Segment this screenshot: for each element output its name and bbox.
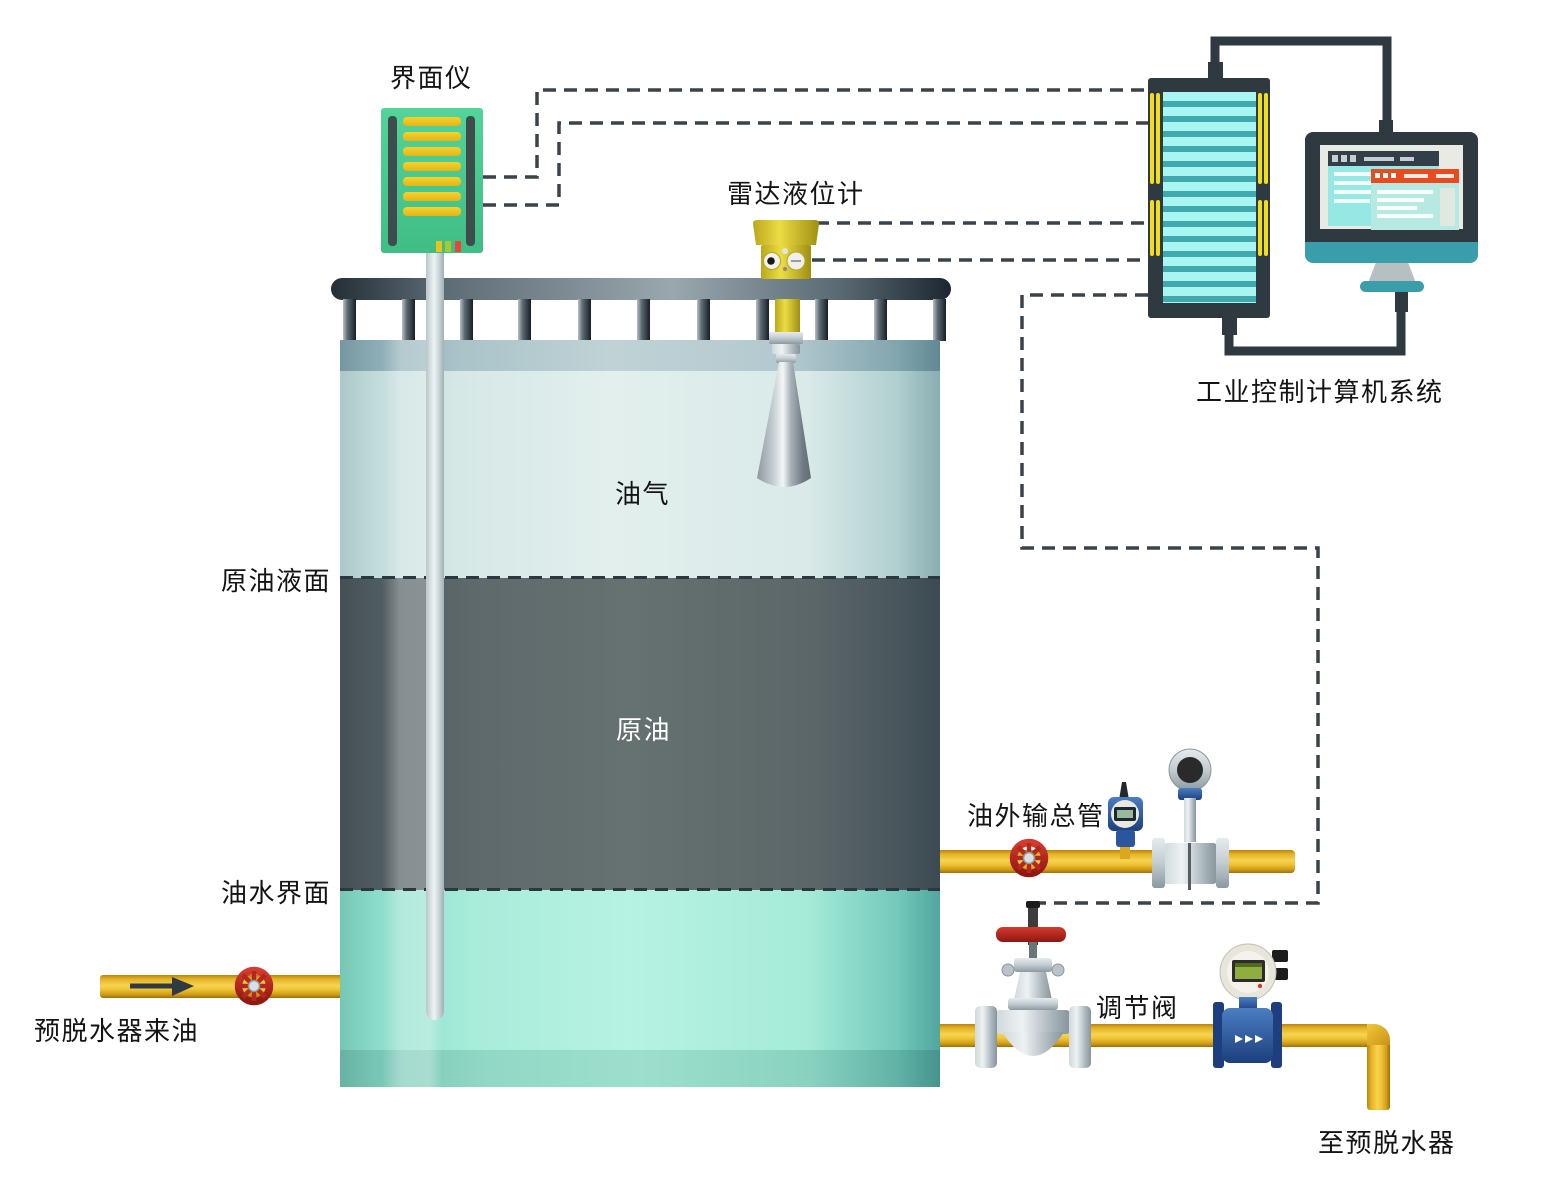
alert-text-line xyxy=(1377,214,1433,218)
alert-header-button xyxy=(1383,173,1388,178)
monitor-header-button xyxy=(1350,155,1356,162)
interface-meter-left-rail xyxy=(388,116,397,246)
export-pipe xyxy=(940,850,1295,873)
computer-system-label: 工业控制计算机系统 xyxy=(1196,377,1444,407)
tank-roof-post xyxy=(697,299,710,341)
alert-text-line xyxy=(1377,206,1417,210)
tank-roof-post xyxy=(933,299,946,341)
interface-meter-led-green xyxy=(445,241,451,252)
inlet-pipe xyxy=(100,975,340,998)
monitor-text-line xyxy=(1334,172,1386,176)
radar-gauge-label: 雷达液位计 xyxy=(727,179,865,209)
alert-header-menu xyxy=(1436,174,1454,178)
plc-side-bar xyxy=(1150,200,1154,256)
interface-meter-segment xyxy=(403,192,461,201)
oil-level-label: 原油液面 xyxy=(221,566,332,596)
interface-meter-segment xyxy=(403,147,461,156)
monitor-text-line xyxy=(1334,199,1370,203)
electromagnetic-flowmeter xyxy=(1213,943,1288,1068)
alert-text-line xyxy=(1377,190,1433,194)
monitor-header-menu xyxy=(1364,157,1394,161)
interface-meter-segment xyxy=(403,177,461,186)
monitor-text-line xyxy=(1334,181,1386,185)
valve-handwheel xyxy=(996,927,1066,942)
tank-roof-post xyxy=(756,299,769,341)
tank-roof-post xyxy=(402,299,415,341)
alert-text-line xyxy=(1377,198,1424,202)
plc-side-bar xyxy=(1156,93,1160,184)
radar-dial-right xyxy=(786,251,806,271)
tank-roof-post xyxy=(637,299,650,341)
tank-roof-post xyxy=(815,299,828,341)
tank-roof-post xyxy=(518,299,531,341)
outlet-pipe-elbow xyxy=(1367,1024,1390,1047)
plc-side-bar xyxy=(1258,200,1262,256)
interface-meter-right-rail xyxy=(466,116,475,246)
outlet-pipe-horizontal xyxy=(940,1024,1367,1047)
alert-header-menu xyxy=(1404,174,1428,178)
oil-gas-layer-label: 油气 xyxy=(615,479,671,509)
monitor-bezel xyxy=(1305,242,1478,263)
monitor-header-button xyxy=(1332,155,1338,162)
monitor-header-menu xyxy=(1400,157,1414,161)
tank-roof-bar xyxy=(331,278,951,300)
alert-sidebar xyxy=(1440,188,1455,226)
plc-top-connector xyxy=(1208,62,1223,79)
monitor-stand xyxy=(1368,263,1416,283)
plc-side-bar xyxy=(1264,200,1268,256)
interface-meter-probe-tube xyxy=(426,253,444,1020)
monitor-cable-stub xyxy=(1395,292,1408,312)
oil-water-interface-label: 油水界面 xyxy=(221,878,332,908)
interface-meter-segment xyxy=(403,207,461,216)
alert-header-button xyxy=(1375,173,1380,178)
tank-roof-post xyxy=(460,299,473,341)
monitor-header-button xyxy=(1341,155,1347,162)
interface-meter-segment xyxy=(403,132,461,141)
tank-bottom-band xyxy=(340,1050,940,1087)
plc-side-bar xyxy=(1156,200,1160,256)
plc-display-panel xyxy=(1163,92,1256,303)
interface-meter-label: 界面仪 xyxy=(390,63,473,93)
plc-bottom-connector xyxy=(1222,318,1237,335)
monitor-base xyxy=(1360,281,1424,292)
tank-roof-post xyxy=(874,299,887,341)
alert-header-button xyxy=(1391,173,1396,178)
crude-oil-layer-label: 原油 xyxy=(616,715,672,745)
radar-dial-left xyxy=(763,252,781,270)
interface-meter-segment xyxy=(403,117,461,126)
radar-top-cap xyxy=(753,220,819,245)
interface-meter-led-yellow xyxy=(436,241,442,252)
signal-line-interface-meter-1 xyxy=(483,88,1148,179)
plc-side-bar xyxy=(1258,93,1262,184)
control-valve-label: 调节阀 xyxy=(1096,993,1179,1023)
oil-water-interface-dashed-line xyxy=(340,888,940,891)
export-pipe-label: 油外输总管 xyxy=(967,801,1105,831)
radar-neck xyxy=(775,299,800,333)
interface-meter-segment xyxy=(403,162,461,171)
interface-meter-led-red xyxy=(455,241,461,252)
outlet-pipe-vertical xyxy=(1367,1045,1390,1110)
inlet-pipe-label: 预脱水器来油 xyxy=(34,1016,200,1046)
oil-level-dashed-line xyxy=(340,576,940,579)
monitor-text-line xyxy=(1334,190,1378,194)
tank-roof-post xyxy=(343,299,356,341)
plc-side-bar xyxy=(1150,93,1154,184)
radar-housing xyxy=(761,245,811,279)
plc-side-bar xyxy=(1264,93,1268,184)
outlet-pipe-label: 至预脱水器 xyxy=(1318,1128,1456,1158)
flowmeter-lcd xyxy=(1232,960,1265,982)
pressure-transmitter xyxy=(1108,782,1143,859)
tank-roof-post xyxy=(578,299,591,341)
